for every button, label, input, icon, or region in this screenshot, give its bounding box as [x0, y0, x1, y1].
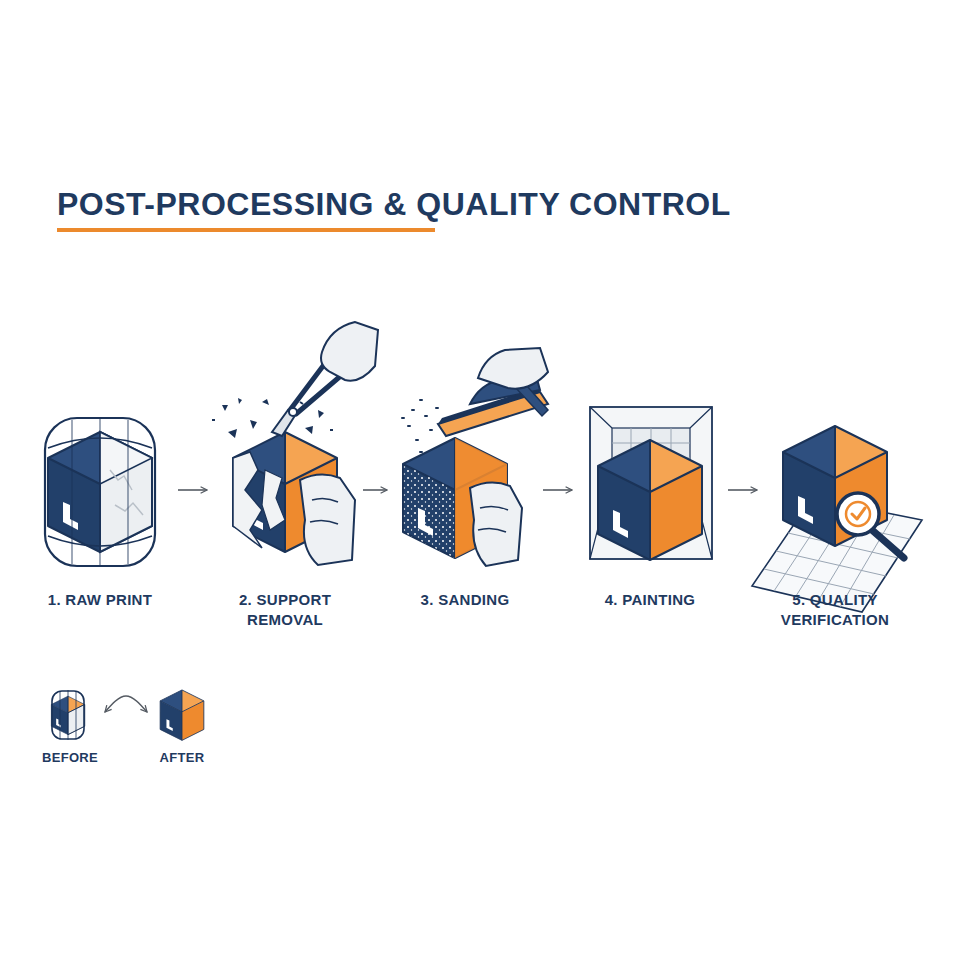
painting-figure — [590, 407, 712, 560]
support-removal-figure — [212, 322, 378, 565]
before-icon — [51, 690, 84, 740]
stage-box: 5. QUALITY VERIFICATION — [760, 300, 910, 629]
raw-print-figure — [45, 418, 155, 566]
title-underline — [57, 228, 435, 232]
flow-arrow — [543, 489, 572, 491]
comparison-box: BEFORE — [38, 686, 102, 767]
flow-arrow — [728, 489, 757, 491]
sanding-figure — [402, 348, 548, 566]
diagram-title: POST-PROCESSING & QUALITY CONTROL — [57, 186, 731, 223]
comparison-label: BEFORE — [38, 750, 102, 767]
stage-box: 3. SANDING — [390, 300, 540, 610]
stage-label: 4. PAINTING — [575, 590, 725, 610]
flow-arrow — [363, 489, 387, 491]
stage-label: 5. QUALITY VERIFICATION — [760, 590, 910, 629]
comparison-label: AFTER — [150, 750, 214, 767]
flow-arrow — [178, 489, 207, 491]
comparison-box: AFTER — [150, 686, 214, 767]
stage-label: 2. SUPPORT REMOVAL — [210, 590, 360, 629]
quality-verification-figure — [752, 426, 922, 612]
stage-label: 3. SANDING — [390, 590, 540, 610]
stage-box: 1. RAW PRINT — [25, 300, 175, 610]
stage-box: 2. SUPPORT REMOVAL — [210, 300, 360, 629]
stage-label: 1. RAW PRINT — [25, 590, 175, 610]
after-icon — [160, 690, 204, 740]
swap-arrow — [105, 696, 147, 712]
stage-box: 4. PAINTING — [575, 300, 725, 610]
